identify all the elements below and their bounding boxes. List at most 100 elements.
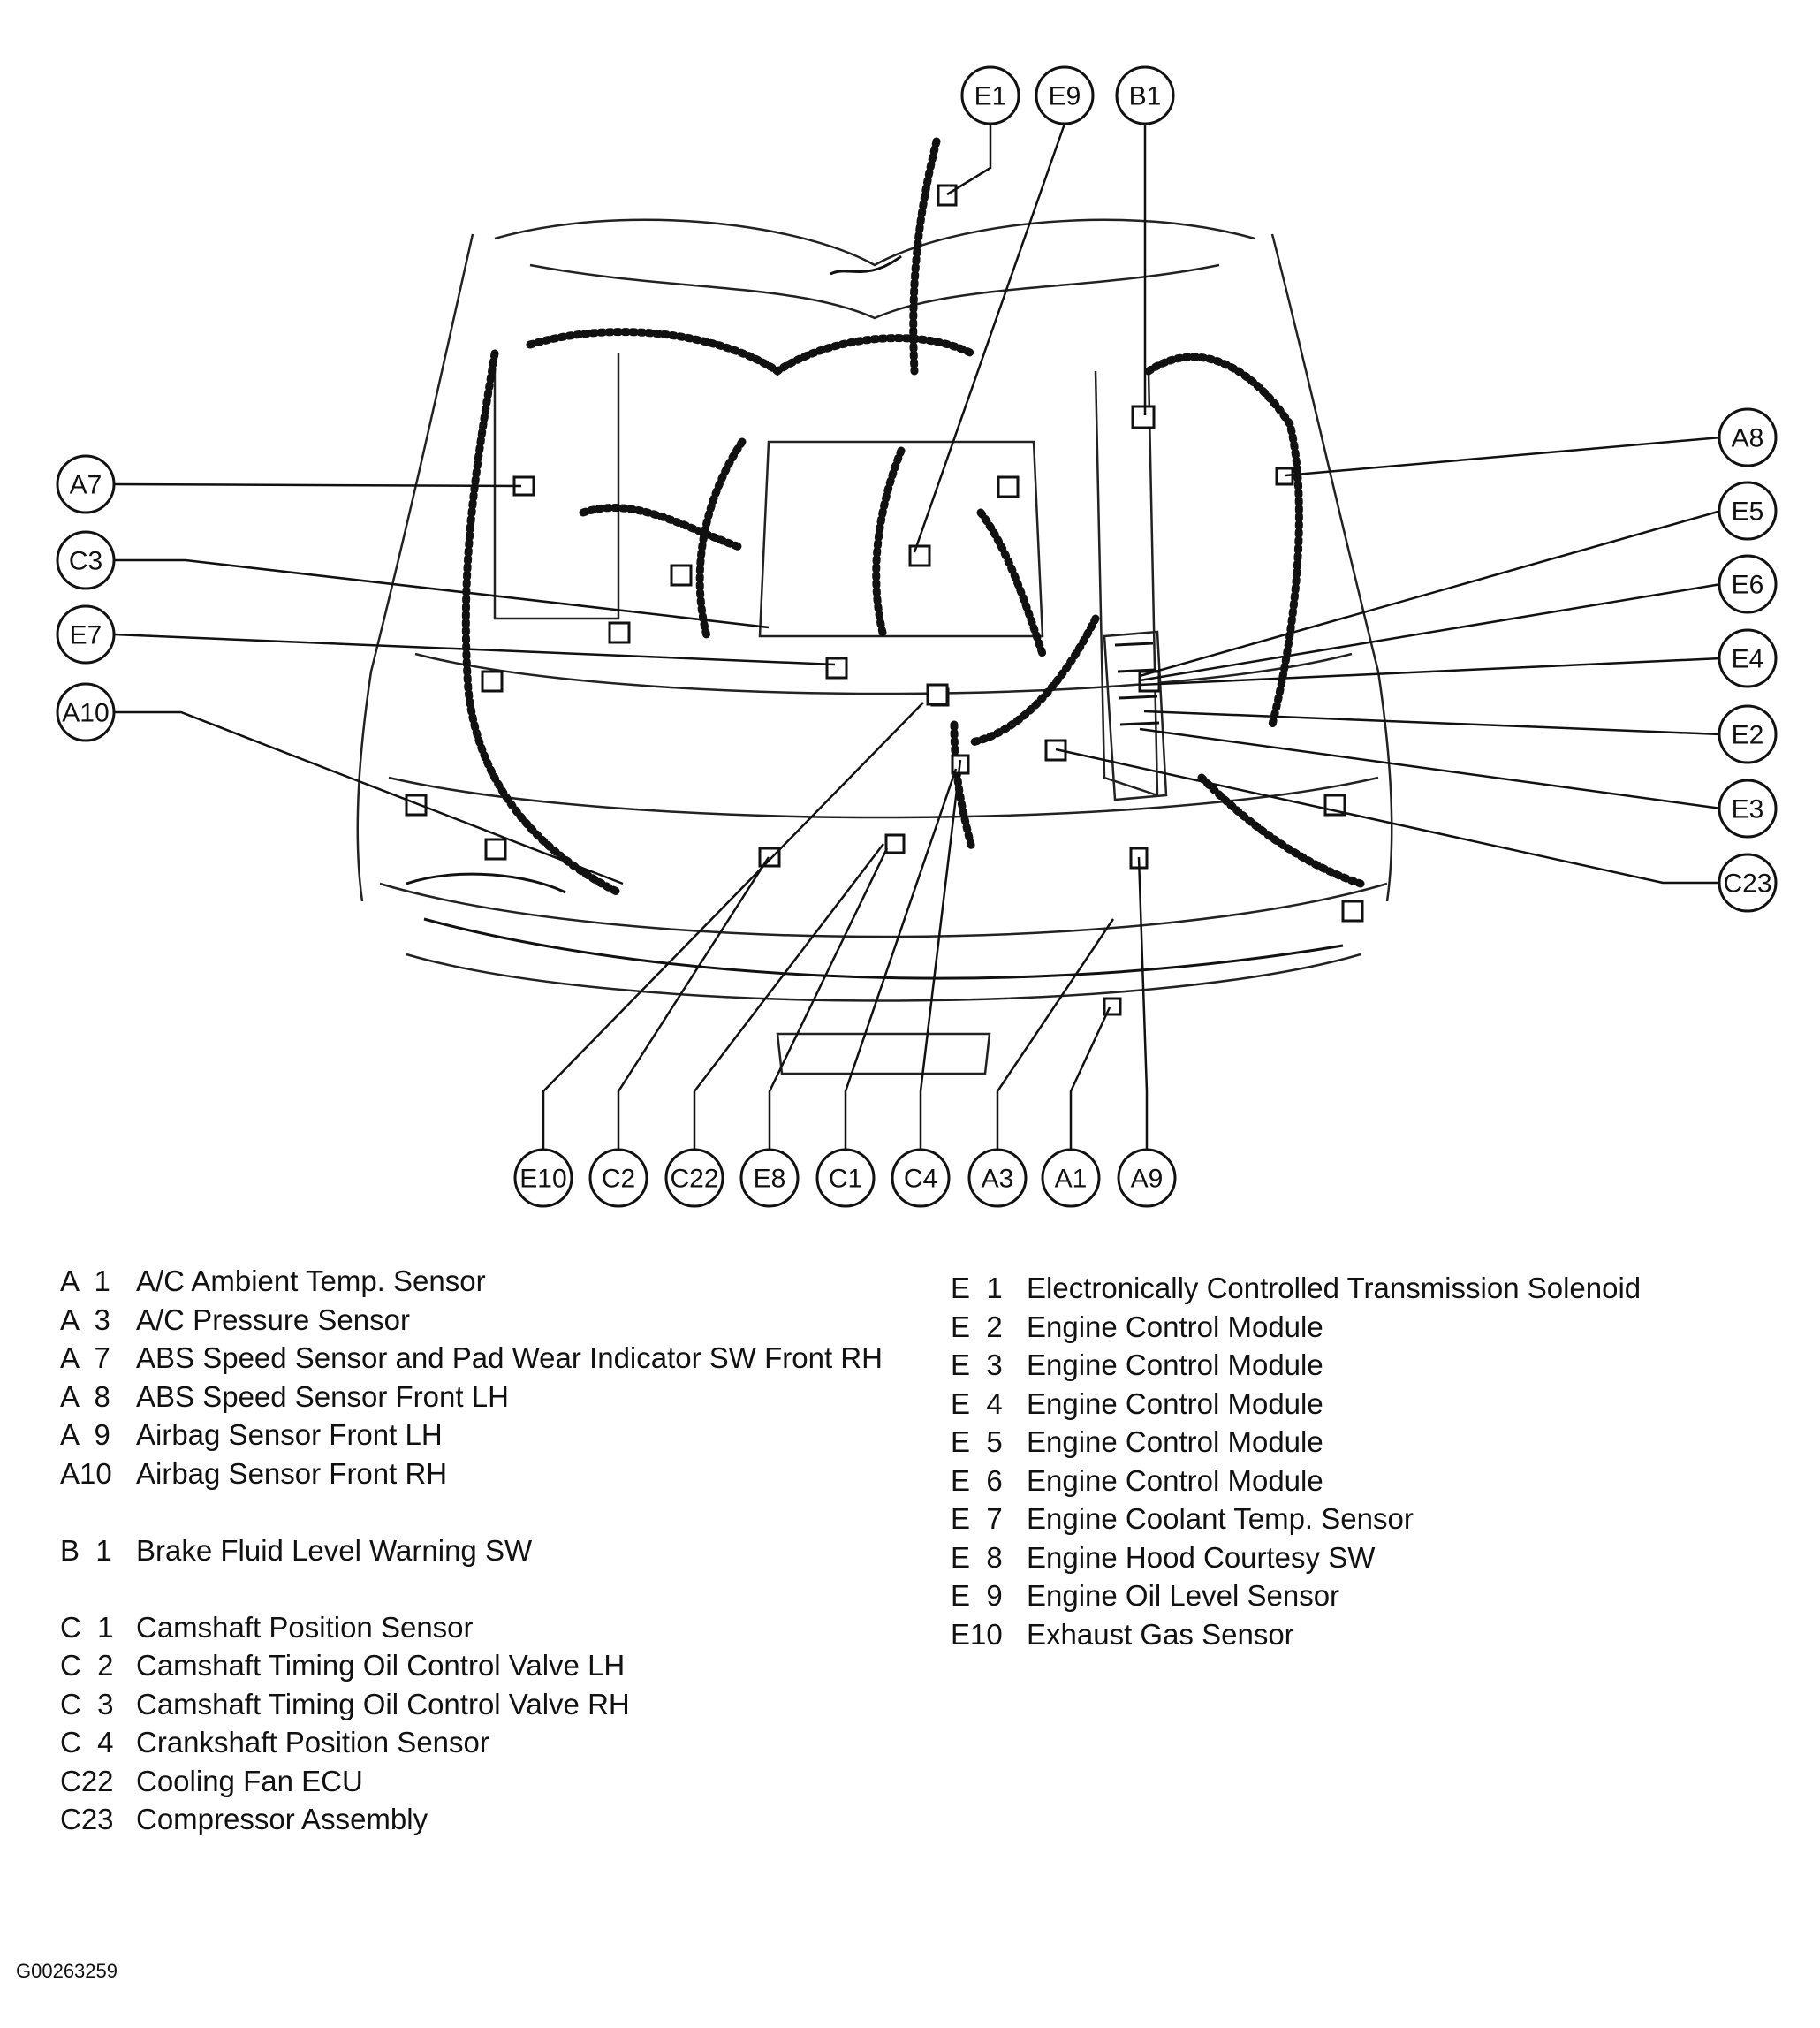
legend-code: C 4 bbox=[60, 1726, 114, 1758]
legend-entry: C 3 Camshaft Timing Oil Control Valve RH bbox=[60, 1685, 899, 1724]
callout-circle bbox=[56, 530, 116, 590]
legend-group-gap bbox=[60, 1493, 899, 1531]
legend-code: E 9 bbox=[951, 1579, 1003, 1612]
callout-a10: A10 bbox=[56, 682, 116, 742]
callout-e3: E3 bbox=[1718, 779, 1778, 839]
callout-a3: A3 bbox=[967, 1148, 1028, 1208]
callout-label: E4 bbox=[1732, 645, 1764, 674]
legend-code: A 8 bbox=[60, 1379, 110, 1413]
callout-circle bbox=[1718, 779, 1778, 839]
callout-circle bbox=[664, 1148, 724, 1208]
callout-circle bbox=[1718, 407, 1778, 467]
legend-description: Camshaft Timing Oil Control Valve RH bbox=[136, 1687, 630, 1720]
legend-code: E 1 bbox=[951, 1272, 1003, 1304]
callout-e5: E5 bbox=[1718, 481, 1778, 541]
legend-code: E10 bbox=[951, 1617, 1003, 1651]
legend-description: Engine Control Module bbox=[1027, 1310, 1323, 1343]
callout-c2: C2 bbox=[588, 1148, 648, 1208]
callout-circle bbox=[1718, 481, 1778, 541]
callout-label: A10 bbox=[62, 699, 109, 728]
legend-code: A10 bbox=[60, 1456, 112, 1490]
callout-label: E5 bbox=[1732, 498, 1764, 527]
callout-circle bbox=[960, 65, 1020, 125]
callout-label: B1 bbox=[1129, 82, 1162, 111]
callout-label: E8 bbox=[754, 1165, 786, 1194]
callout-b1: B1 bbox=[1115, 65, 1175, 125]
legend-description: Engine Coolant Temp. Sensor bbox=[1027, 1502, 1414, 1535]
callout-circle bbox=[739, 1148, 800, 1208]
legend-entry: C 4 Crankshaft Position Sensor bbox=[60, 1723, 899, 1762]
legend-description: Electronically Controlled Transmission S… bbox=[1027, 1272, 1642, 1304]
legend-description: Exhaust Gas Sensor bbox=[1027, 1617, 1294, 1651]
callout-label: E7 bbox=[70, 621, 102, 650]
callout-label: C4 bbox=[904, 1165, 937, 1194]
legend-description: Engine Control Module bbox=[1027, 1348, 1323, 1381]
legend-description: Engine Hood Courtesy SW bbox=[1027, 1540, 1376, 1574]
callout-c3: C3 bbox=[56, 530, 116, 590]
legend-description: Engine Oil Level Sensor bbox=[1027, 1579, 1340, 1612]
callout-e7: E7 bbox=[56, 604, 116, 665]
legend-code: E 6 bbox=[951, 1463, 1003, 1497]
callout-e9: E9 bbox=[1035, 65, 1095, 125]
callout-a1: A1 bbox=[1041, 1148, 1101, 1208]
callout-circle bbox=[588, 1148, 648, 1208]
legend-description: A/C Ambient Temp. Sensor bbox=[136, 1265, 486, 1297]
callout-circle bbox=[1115, 65, 1175, 125]
legend-entry: C 1 Camshaft Position Sensor bbox=[60, 1608, 899, 1647]
callout-e2: E2 bbox=[1718, 704, 1778, 764]
engine-control-module-block bbox=[1103, 630, 1168, 801]
callout-label: A8 bbox=[1732, 424, 1764, 453]
legend-code: C 3 bbox=[60, 1687, 114, 1720]
callout-e4: E4 bbox=[1718, 628, 1778, 688]
callout-label: E9 bbox=[1049, 82, 1081, 111]
legend-entry: E10 Exhaust Gas Sensor bbox=[951, 1615, 1816, 1654]
callout-circle bbox=[1718, 704, 1778, 764]
callout-a9: A9 bbox=[1117, 1148, 1177, 1208]
legend-description: Brake Fluid Level Warning SW bbox=[136, 1533, 533, 1567]
callout-e6: E6 bbox=[1718, 554, 1778, 614]
callout-label: E2 bbox=[1732, 721, 1764, 750]
legend-description: Crankshaft Position Sensor bbox=[136, 1726, 489, 1758]
legend-description: Camshaft Position Sensor bbox=[136, 1610, 474, 1644]
legend-code: C23 bbox=[60, 1803, 114, 1835]
legend-code: A 3 bbox=[60, 1303, 110, 1336]
callout-c4: C4 bbox=[891, 1148, 951, 1208]
callout-circle bbox=[815, 1148, 876, 1208]
legend-code: A 9 bbox=[60, 1418, 110, 1451]
legend-right-column: E 1 Electronically Controlled Transmissio… bbox=[951, 1269, 1816, 1653]
callout-label: E6 bbox=[1732, 571, 1764, 600]
legend-description: Engine Control Module bbox=[1027, 1463, 1323, 1497]
callout-circle bbox=[967, 1148, 1028, 1208]
callout-circle bbox=[1117, 1148, 1177, 1208]
legend-description: Compressor Assembly bbox=[136, 1803, 428, 1835]
callout-a7: A7 bbox=[56, 454, 116, 514]
legend-description: Engine Control Module bbox=[1027, 1386, 1323, 1420]
callout-circle bbox=[891, 1148, 951, 1208]
legend-code: E 2 bbox=[951, 1310, 1003, 1343]
callout-a8: A8 bbox=[1718, 407, 1778, 467]
callout-label: A9 bbox=[1131, 1165, 1164, 1194]
legend-code: A 1 bbox=[60, 1265, 110, 1297]
callout-circle bbox=[1035, 65, 1095, 125]
callout-e8: E8 bbox=[739, 1148, 800, 1208]
vehicle-outline bbox=[356, 218, 1393, 1075]
legend-code: C 1 bbox=[60, 1610, 114, 1644]
callout-label: C2 bbox=[602, 1165, 635, 1194]
legend-entry: A 1 A/C Ambient Temp. Sensor bbox=[60, 1262, 899, 1301]
legend-entry: E 1 Electronically Controlled Transmissio… bbox=[951, 1269, 1816, 1308]
callout-label: A1 bbox=[1055, 1165, 1088, 1194]
figure-id: G00263259 bbox=[16, 1960, 118, 1982]
legend-code: E 4 bbox=[951, 1386, 1003, 1420]
callout-label: A7 bbox=[70, 471, 102, 500]
